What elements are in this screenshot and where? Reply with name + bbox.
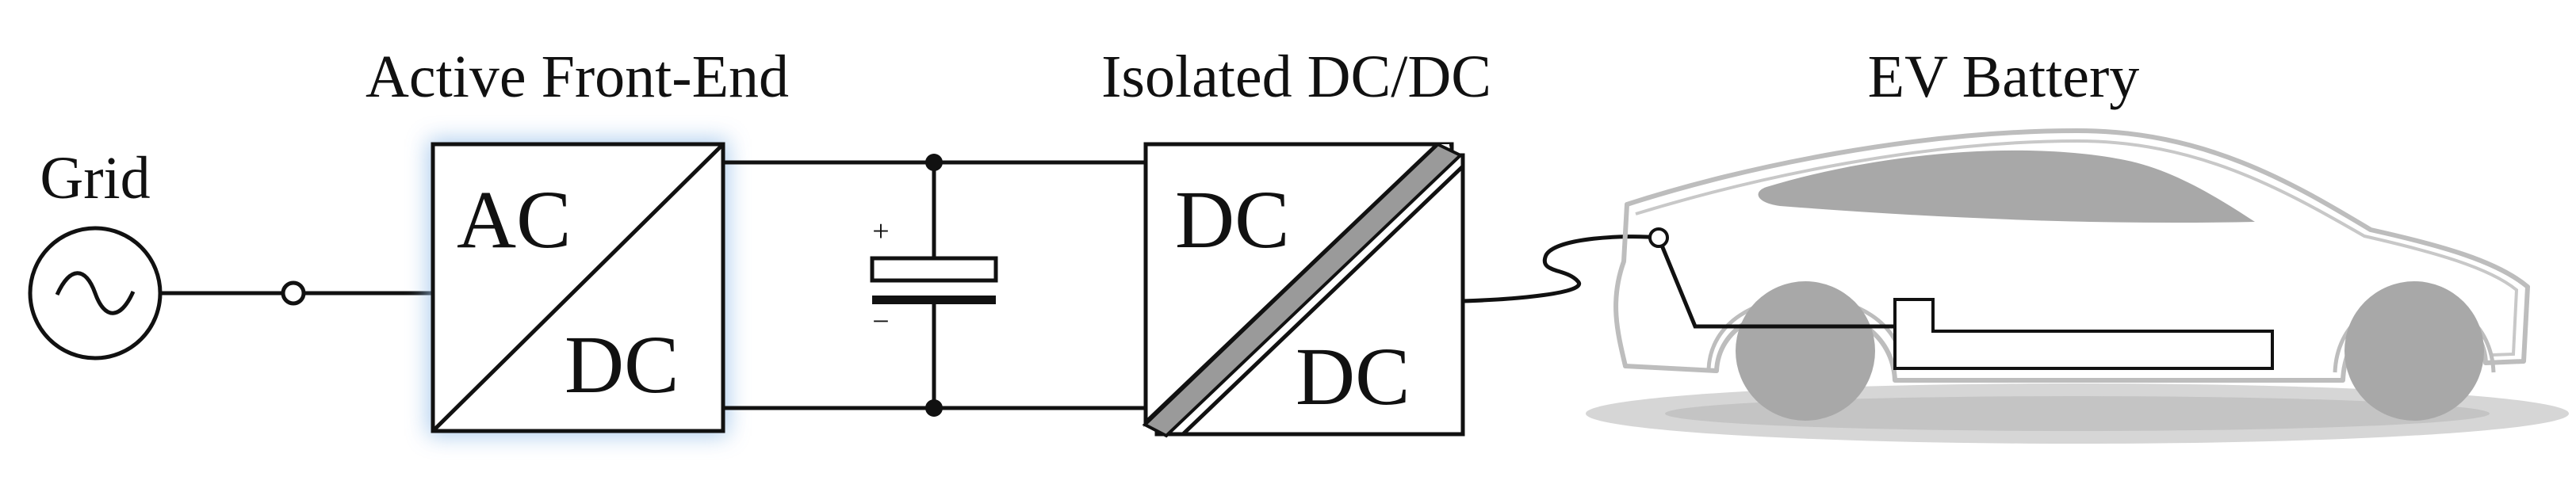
ev-car-icon [1586,128,2569,444]
rear-wheel [2344,281,2484,421]
charge-port [1648,227,1669,248]
ev-battery-title: EV Battery [1868,44,2140,110]
afe-dc-label: DC [565,319,679,410]
battery-pack-icon [1893,298,2274,370]
dcdc-output-label: DC [1296,331,1410,422]
dcdc-block: DC DC [1142,142,1465,438]
afe-ac-label: AC [457,174,571,265]
car-window [1758,150,2255,223]
afe-block: AC DC [428,139,728,436]
capacitor-minus-label: − [872,305,889,338]
capacitor-plus-label: + [872,215,889,248]
charging-cable [1462,235,1659,303]
grid-terminal [281,280,306,306]
front-wheel [1736,281,1875,421]
dcdc-input-label: DC [1175,174,1289,265]
grid-label: Grid [40,145,150,212]
afe-title: Active Front-End [366,44,789,110]
dc-link-capacitor: + − [870,162,998,408]
dcdc-title: Isolated DC/DC [1101,44,1491,110]
ac-source-icon [28,226,163,360]
